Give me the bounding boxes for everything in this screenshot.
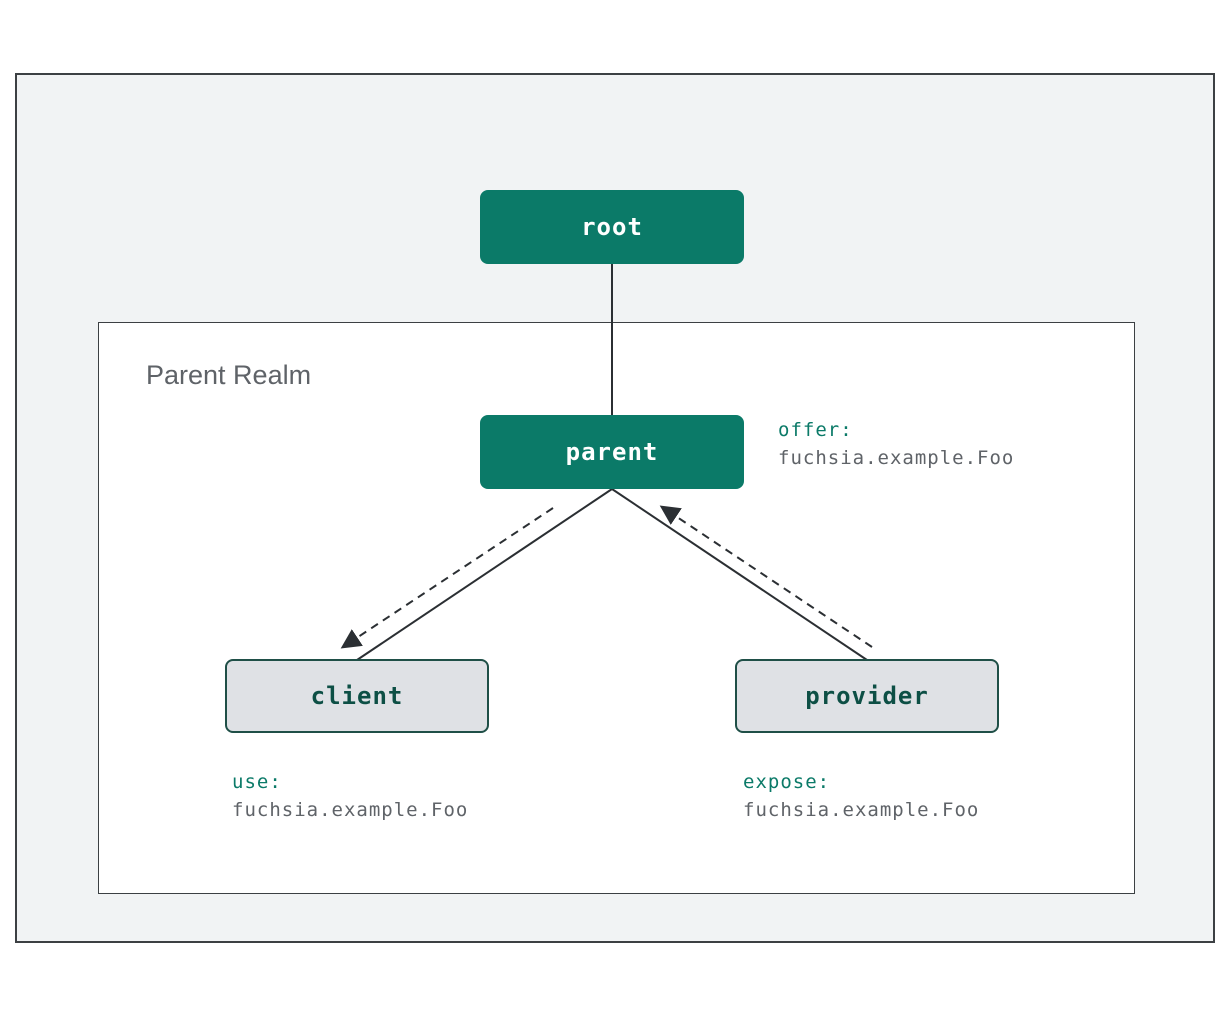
realm-label: Parent Realm [146, 360, 312, 390]
offer-capability: fuchsia.example.Foo [778, 447, 1015, 469]
edge-parent-provider [611, 488, 868, 661]
node-provider: provider [735, 659, 999, 733]
expose-keyword: expose: [743, 771, 831, 793]
expose-annotation: expose: fuchsia.example.Foo [743, 768, 979, 824]
offer-keyword: offer: [778, 419, 853, 441]
edge-parent-client [356, 488, 613, 661]
use-capability: fuchsia.example.Foo [232, 799, 469, 821]
use-keyword: use: [232, 771, 282, 793]
use-annotation: use: fuchsia.example.Foo [232, 768, 468, 824]
node-client: client [225, 659, 489, 733]
route-arrow-to-client [340, 507, 554, 649]
expose-capability: fuchsia.example.Foo [743, 799, 980, 821]
node-parent: parent [480, 415, 744, 489]
route-arrow-from-provider [659, 505, 873, 648]
node-root: root [480, 190, 744, 264]
offer-annotation: offer: fuchsia.example.Foo [778, 416, 1014, 472]
